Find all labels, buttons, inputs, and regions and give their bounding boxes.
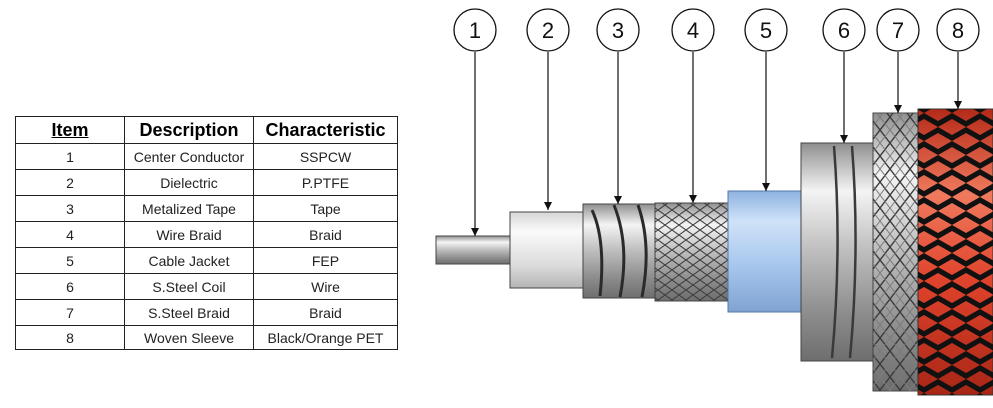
cell-characteristic: Tape <box>253 195 398 222</box>
callout-label: 4 <box>687 18 699 43</box>
callout-label: 7 <box>892 18 904 43</box>
cell-characteristic: Black/Orange PET <box>253 325 398 350</box>
table-row: 3 Metalized Tape Tape <box>15 195 398 222</box>
header-description: Description <box>124 116 254 144</box>
callout-label: 6 <box>838 18 850 43</box>
table-row: 6 S.Steel Coil Wire <box>15 273 398 300</box>
callout-label: 1 <box>469 18 481 43</box>
table-header-row: Item Description Characteristic <box>15 116 398 144</box>
cell-characteristic: Braid <box>253 221 398 248</box>
callout-7: 7 <box>876 8 920 52</box>
cell-characteristic: P.PTFE <box>253 169 398 196</box>
cell-description: Metalized Tape <box>124 195 254 222</box>
callout-5: 5 <box>744 8 788 52</box>
table-row: 5 Cable Jacket FEP <box>15 247 398 274</box>
dielectric <box>509 211 587 289</box>
woven-sleeve-weave <box>918 109 993 395</box>
callout-2: 2 <box>526 8 570 52</box>
steel-coil-grooves <box>830 145 857 359</box>
cell-description: Dielectric <box>124 169 254 196</box>
cell-description: Wire Braid <box>124 221 254 248</box>
callout-1: 1 <box>453 8 497 52</box>
steel-braid-weave <box>873 113 921 391</box>
spec-table: Item Description Characteristic 1 Center… <box>15 116 398 350</box>
table-row: 4 Wire Braid Braid <box>15 221 398 248</box>
leader-lines <box>474 52 959 236</box>
cell-item: 2 <box>15 169 125 196</box>
wire-braid-weave <box>655 203 731 301</box>
cell-description: Center Conductor <box>124 143 254 170</box>
cable-jacket <box>727 190 805 313</box>
callout-label: 3 <box>612 18 624 43</box>
header-item: Item <box>15 116 125 144</box>
cell-description: Cable Jacket <box>124 247 254 274</box>
callout-label: 5 <box>760 18 772 43</box>
callout-8: 8 <box>936 8 980 52</box>
tape-wrap-lines <box>590 204 648 298</box>
steel-coil <box>800 142 878 362</box>
leader-arrowheads <box>471 101 962 236</box>
callout-label: 2 <box>542 18 554 43</box>
cell-characteristic: Wire <box>253 273 398 300</box>
cell-description: Woven Sleeve <box>124 325 254 350</box>
cell-item: 5 <box>15 247 125 274</box>
center-conductor <box>435 235 513 265</box>
table-row: 8 Woven Sleeve Black/Orange PET <box>15 325 398 350</box>
cell-characteristic: Braid <box>253 299 398 326</box>
callout-label: 8 <box>952 18 964 43</box>
table-row: 1 Center Conductor SSPCW <box>15 143 398 170</box>
cell-item: 4 <box>15 221 125 248</box>
callout-6: 6 <box>822 8 866 52</box>
table-row: 2 Dielectric P.PTFE <box>15 169 398 196</box>
cell-description: S.Steel Coil <box>124 273 254 300</box>
cell-item: 1 <box>15 143 125 170</box>
cell-item: 8 <box>15 325 125 350</box>
callout-3: 3 <box>596 8 640 52</box>
callout-4: 4 <box>671 8 715 52</box>
